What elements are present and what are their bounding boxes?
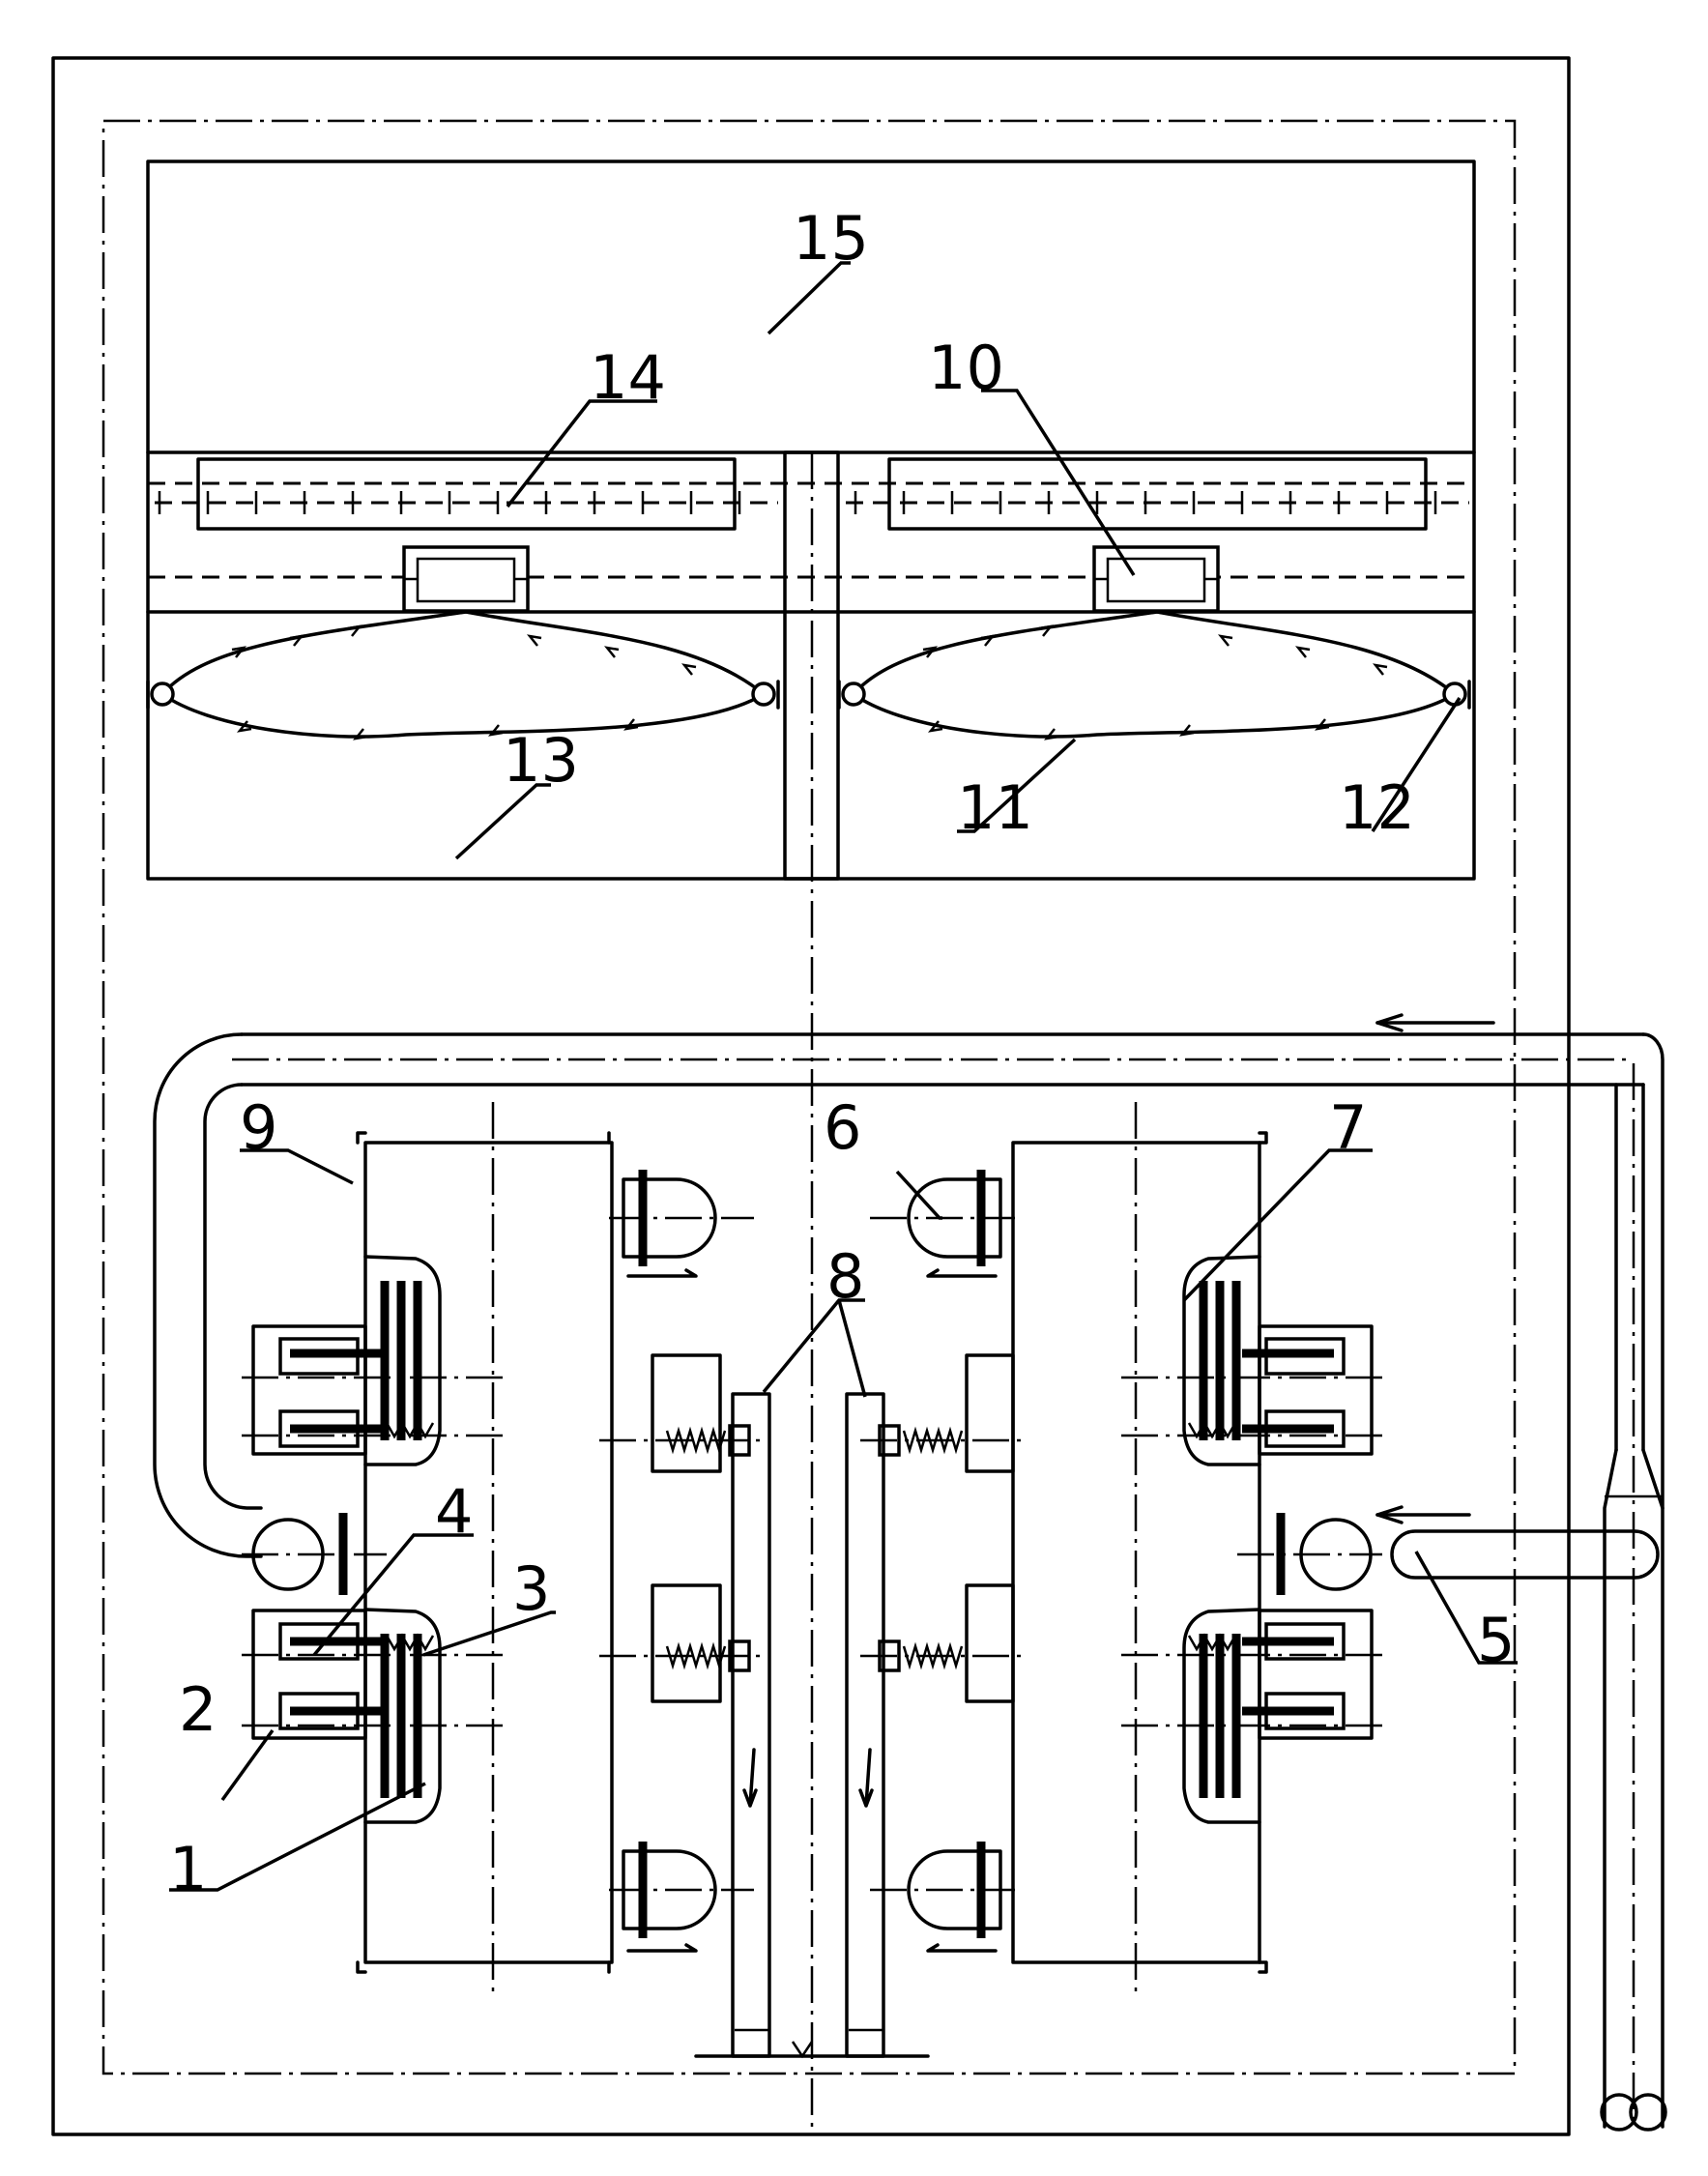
label-9: 9 <box>240 1092 277 1163</box>
label-4: 4 <box>435 1476 473 1547</box>
label-10: 10 <box>928 333 1004 403</box>
label-15: 15 <box>793 203 869 274</box>
leader-lines <box>169 261 1518 1892</box>
outer-frame <box>51 56 1571 2136</box>
spring-link-left-lower <box>599 1639 764 1672</box>
left-drum-assembly <box>242 1102 764 1991</box>
right-drum-assembly <box>860 1102 1382 1991</box>
label-14: 14 <box>590 342 666 413</box>
roller-left-upper <box>609 1170 754 1266</box>
sprocket-left-a <box>146 680 175 710</box>
label-2: 2 <box>179 1674 217 1745</box>
bellows-cover-7-right <box>1182 1255 1261 1466</box>
label-7: 7 <box>1329 1092 1367 1163</box>
roller-left-lower <box>609 1842 754 1938</box>
bellows-cover-left-lower <box>363 1608 442 1824</box>
roller-right-lower <box>870 1842 1015 1938</box>
sprocket-left-b <box>751 680 780 710</box>
inner-boundary-centerline <box>101 119 1517 2075</box>
inlet-valve-left <box>242 1513 387 1595</box>
label-11: 11 <box>957 772 1033 843</box>
chain-loop-left <box>160 610 766 739</box>
spring-link-left-upper <box>599 1424 764 1457</box>
block-10-right <box>1092 545 1220 613</box>
beam-right <box>887 457 1428 531</box>
label-12: 12 <box>1339 772 1415 843</box>
label-5: 5 <box>1477 1605 1515 1675</box>
upper-section <box>146 160 1476 881</box>
left-drum <box>363 1141 614 1964</box>
label-13: 13 <box>503 725 579 796</box>
bellows-cover-left-upper <box>363 1255 442 1466</box>
beam-14-left <box>196 457 737 531</box>
label-1: 1 <box>169 1834 207 1904</box>
pipe-system <box>153 1013 1667 2132</box>
chain-loop-11-right <box>852 610 1457 739</box>
bellows-cover-right-lower <box>1182 1608 1261 1824</box>
label-6: 6 <box>824 1092 861 1163</box>
block-left <box>402 545 530 613</box>
sprocket-right-a <box>837 680 866 710</box>
inlet-valve-5-right <box>1237 1513 1382 1595</box>
part-labels: 1 2 3 4 5 6 7 8 9 10 11 12 13 14 15 <box>169 203 1515 1904</box>
label-3: 3 <box>512 1553 550 1624</box>
label-8: 8 <box>826 1241 864 1312</box>
